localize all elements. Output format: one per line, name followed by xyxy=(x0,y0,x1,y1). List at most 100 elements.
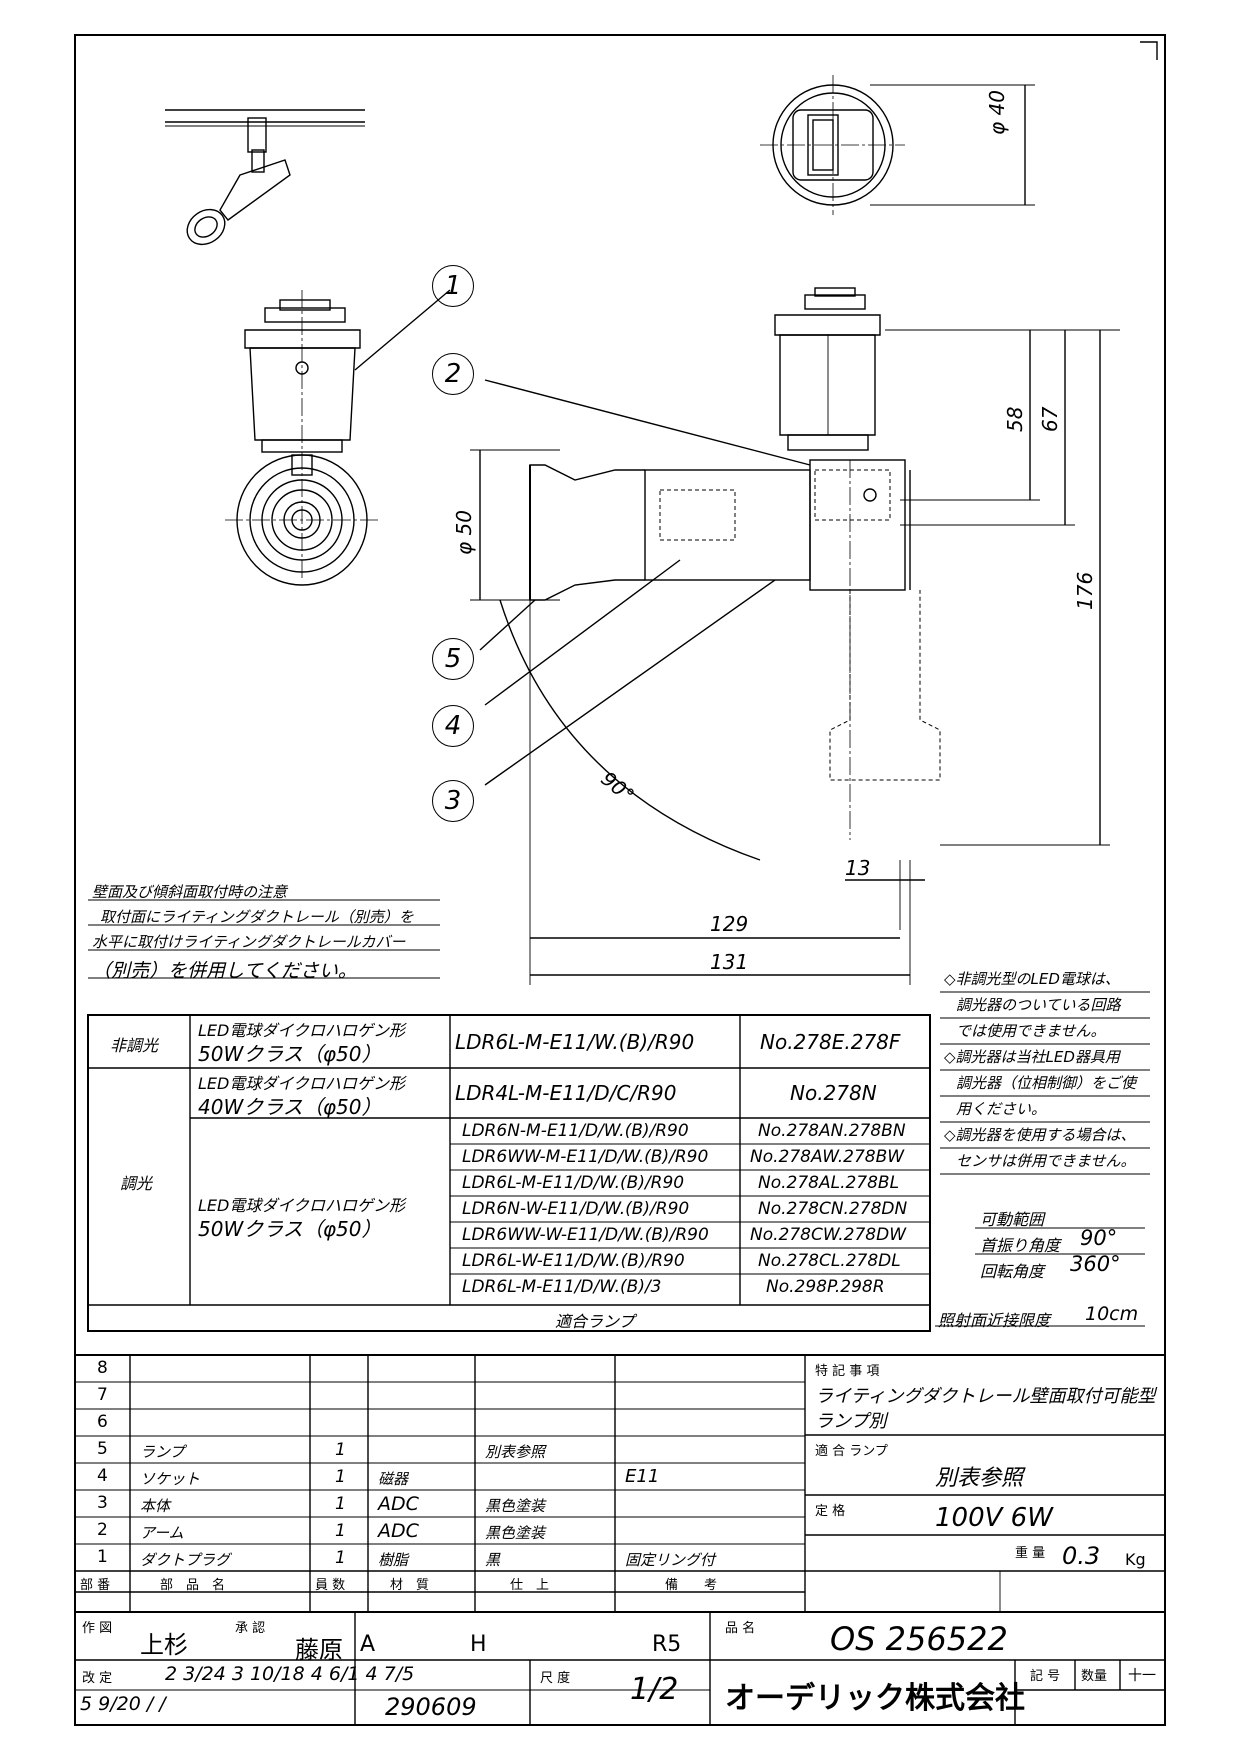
lamp-no-4: No.278AW.278BW xyxy=(750,1147,905,1167)
part-qty-3: 1 xyxy=(335,1494,346,1514)
part-fin-3: 黒色塗装 xyxy=(485,1497,546,1515)
tb-r: R5 xyxy=(652,1632,682,1657)
lamp-no-2: No.278N xyxy=(790,1081,877,1105)
perspective-view xyxy=(165,109,365,246)
parts-header-no: 部 番 xyxy=(80,1578,111,1593)
callout-2: 2 xyxy=(432,353,474,395)
parts-header-mat: 材 質 xyxy=(390,1578,430,1593)
callout-3: 3 xyxy=(432,780,474,822)
part-rem-4: E11 xyxy=(625,1466,660,1487)
part-mat-3: ADC xyxy=(378,1493,419,1515)
part-rem-1: 固定リング付 xyxy=(625,1551,716,1569)
dim-angle: 90° xyxy=(596,766,640,808)
parts-header-rem: 備 考 xyxy=(665,1578,718,1593)
part-fin-5: 別表参照 xyxy=(485,1443,546,1461)
spec-weight-label: 重 量 xyxy=(1015,1546,1046,1561)
tb-scale-label: 尺 度 xyxy=(540,1671,571,1686)
lamp-desc-3a: LED電球ダイクロハロゲン形 xyxy=(198,1196,406,1215)
spec-rating-value: 100V 6W xyxy=(935,1503,1053,1533)
tb-rev-label: 改 定 xyxy=(82,1671,113,1686)
dimension-lines xyxy=(479,84,1120,985)
lamp-model-4: LDR6WW-M-E11/D/W.(B)/R90 xyxy=(462,1147,709,1167)
part-mat-2: ADC xyxy=(378,1520,419,1542)
lamp-model-7: LDR6WW-W-E11/D/W.(B)/R90 xyxy=(462,1225,709,1245)
part-no-6: 6 xyxy=(97,1412,108,1432)
part-no-1: 1 xyxy=(97,1547,108,1567)
tb-misc: 十一 xyxy=(1128,1668,1156,1684)
lamp-no-3: No.278AN.278BN xyxy=(758,1121,906,1141)
side-note-7: ◇調光器を使用する場合は、 xyxy=(944,1126,1136,1144)
dim-131: 131 xyxy=(710,950,749,974)
lamp-desc-3b: 50Wクラス（φ50） xyxy=(198,1217,382,1241)
tb-rev-dates-2: 5 9/20 / / xyxy=(80,1693,166,1715)
dim-13: 13 xyxy=(845,856,871,880)
spec-notes-1: ライティングダクトレール壁面取付可能型 xyxy=(815,1386,1156,1407)
lamp-no-7: No.278CW.278DW xyxy=(750,1225,907,1245)
part-no-8: 8 xyxy=(97,1358,108,1378)
range-swing-value: 90° xyxy=(1080,1226,1118,1250)
tb-rev-dates: 2 3/24 3 10/18 4 6/1 4 7/5 xyxy=(165,1663,415,1685)
tb-approve-label: 承 認 xyxy=(235,1621,266,1636)
wall-note-line-1: 取付面にライティングダクトレール（別売）を xyxy=(100,908,414,926)
lamp-no-1: No.278E.278F xyxy=(760,1030,901,1054)
lamp-table-grid xyxy=(87,1014,931,1332)
dim-phi50: φ 50 xyxy=(452,510,476,555)
tb-product: OS 256522 xyxy=(830,1620,1008,1658)
title-block-grid xyxy=(75,1612,1165,1725)
part-name-5: ランプ xyxy=(140,1443,185,1461)
tb-sym-label: 記 号 xyxy=(1030,1669,1061,1684)
part-fin-2: 黒色塗装 xyxy=(485,1524,546,1542)
part-fin-1: 黒 xyxy=(485,1551,501,1569)
part-qty-1: 1 xyxy=(335,1548,346,1568)
lamp-model-6: LDR6N-W-E11/D/W.(B)/R90 xyxy=(462,1199,690,1219)
lamp-group-nondim: 非調光 xyxy=(110,1036,159,1055)
dim-176: 176 xyxy=(1073,571,1097,610)
wall-note-line-3: （別売）を併用してください。 xyxy=(92,960,357,982)
callout-leaders xyxy=(354,289,811,786)
lamp-model-9: LDR6L-M-E11/D/W.(B)/3 xyxy=(462,1277,662,1297)
lamp-desc-2a: LED電球ダイクロハロゲン形 xyxy=(198,1074,406,1093)
spec-lamp-value: 別表参照 xyxy=(935,1466,1024,1491)
lamp-no-6: No.278CN.278DN xyxy=(758,1199,908,1219)
side-note-6: 用ください。 xyxy=(956,1100,1047,1118)
side-note-1: ◇非調光型のLED電球は、 xyxy=(944,970,1120,988)
part-name-3: 本体 xyxy=(140,1497,171,1515)
part-mat-4: 磁器 xyxy=(378,1470,409,1488)
parts-table-grid xyxy=(75,1354,1165,1613)
wall-note-title: 壁面及び傾斜面取付時の注意 xyxy=(92,883,288,901)
tb-code: 290609 xyxy=(385,1693,477,1721)
lamp-no-8: No.278CL.278DL xyxy=(758,1251,901,1271)
lamp-desc-1b: 50Wクラス（φ50） xyxy=(198,1042,382,1066)
spec-lamp-label: 適 合 ランプ xyxy=(815,1444,888,1459)
part-name-4: ソケット xyxy=(140,1470,201,1488)
lamp-no-5: No.278AL.278BL xyxy=(758,1173,900,1193)
spec-notes-2: ランプ別 xyxy=(815,1411,887,1432)
part-name-2: アーム xyxy=(140,1524,184,1542)
spec-notes-label: 特 記 事 項 xyxy=(815,1364,880,1379)
dim-129: 129 xyxy=(710,912,749,936)
tb-name-label: 品 名 xyxy=(725,1621,756,1636)
side-note-8: センサは併用できません。 xyxy=(956,1152,1136,1170)
range-rot-value: 360° xyxy=(1070,1252,1121,1276)
part-qty-2: 1 xyxy=(335,1521,346,1541)
callout-5: 5 xyxy=(432,638,474,680)
dim-58: 58 xyxy=(1003,406,1027,432)
tb-scale: 1/2 xyxy=(630,1672,679,1707)
parts-header-fin: 仕 上 xyxy=(510,1578,550,1593)
side-note-2: 調光器のついている回路 xyxy=(956,996,1121,1014)
lamp-table-footer: 適合ランプ xyxy=(555,1312,635,1331)
tb-h: H xyxy=(470,1632,487,1657)
callout-4: 4 xyxy=(432,705,474,747)
lamp-model-3: LDR6N-M-E11/D/W.(B)/R90 xyxy=(462,1121,689,1141)
tb-drawer: 上杉 xyxy=(140,1631,188,1659)
range-rot-label: 回転角度 xyxy=(980,1262,1045,1281)
part-no-4: 4 xyxy=(97,1466,108,1486)
part-no-3: 3 xyxy=(97,1493,108,1513)
lamp-no-9: No.298P.298R xyxy=(766,1277,885,1297)
part-no-7: 7 xyxy=(97,1385,108,1405)
range-limit-value: 10cm xyxy=(1085,1303,1139,1325)
parts-header-name: 部 品 名 xyxy=(160,1578,226,1593)
side-note-3: では使用できません。 xyxy=(956,1022,1106,1040)
part-name-1: ダクトプラグ xyxy=(140,1551,231,1569)
